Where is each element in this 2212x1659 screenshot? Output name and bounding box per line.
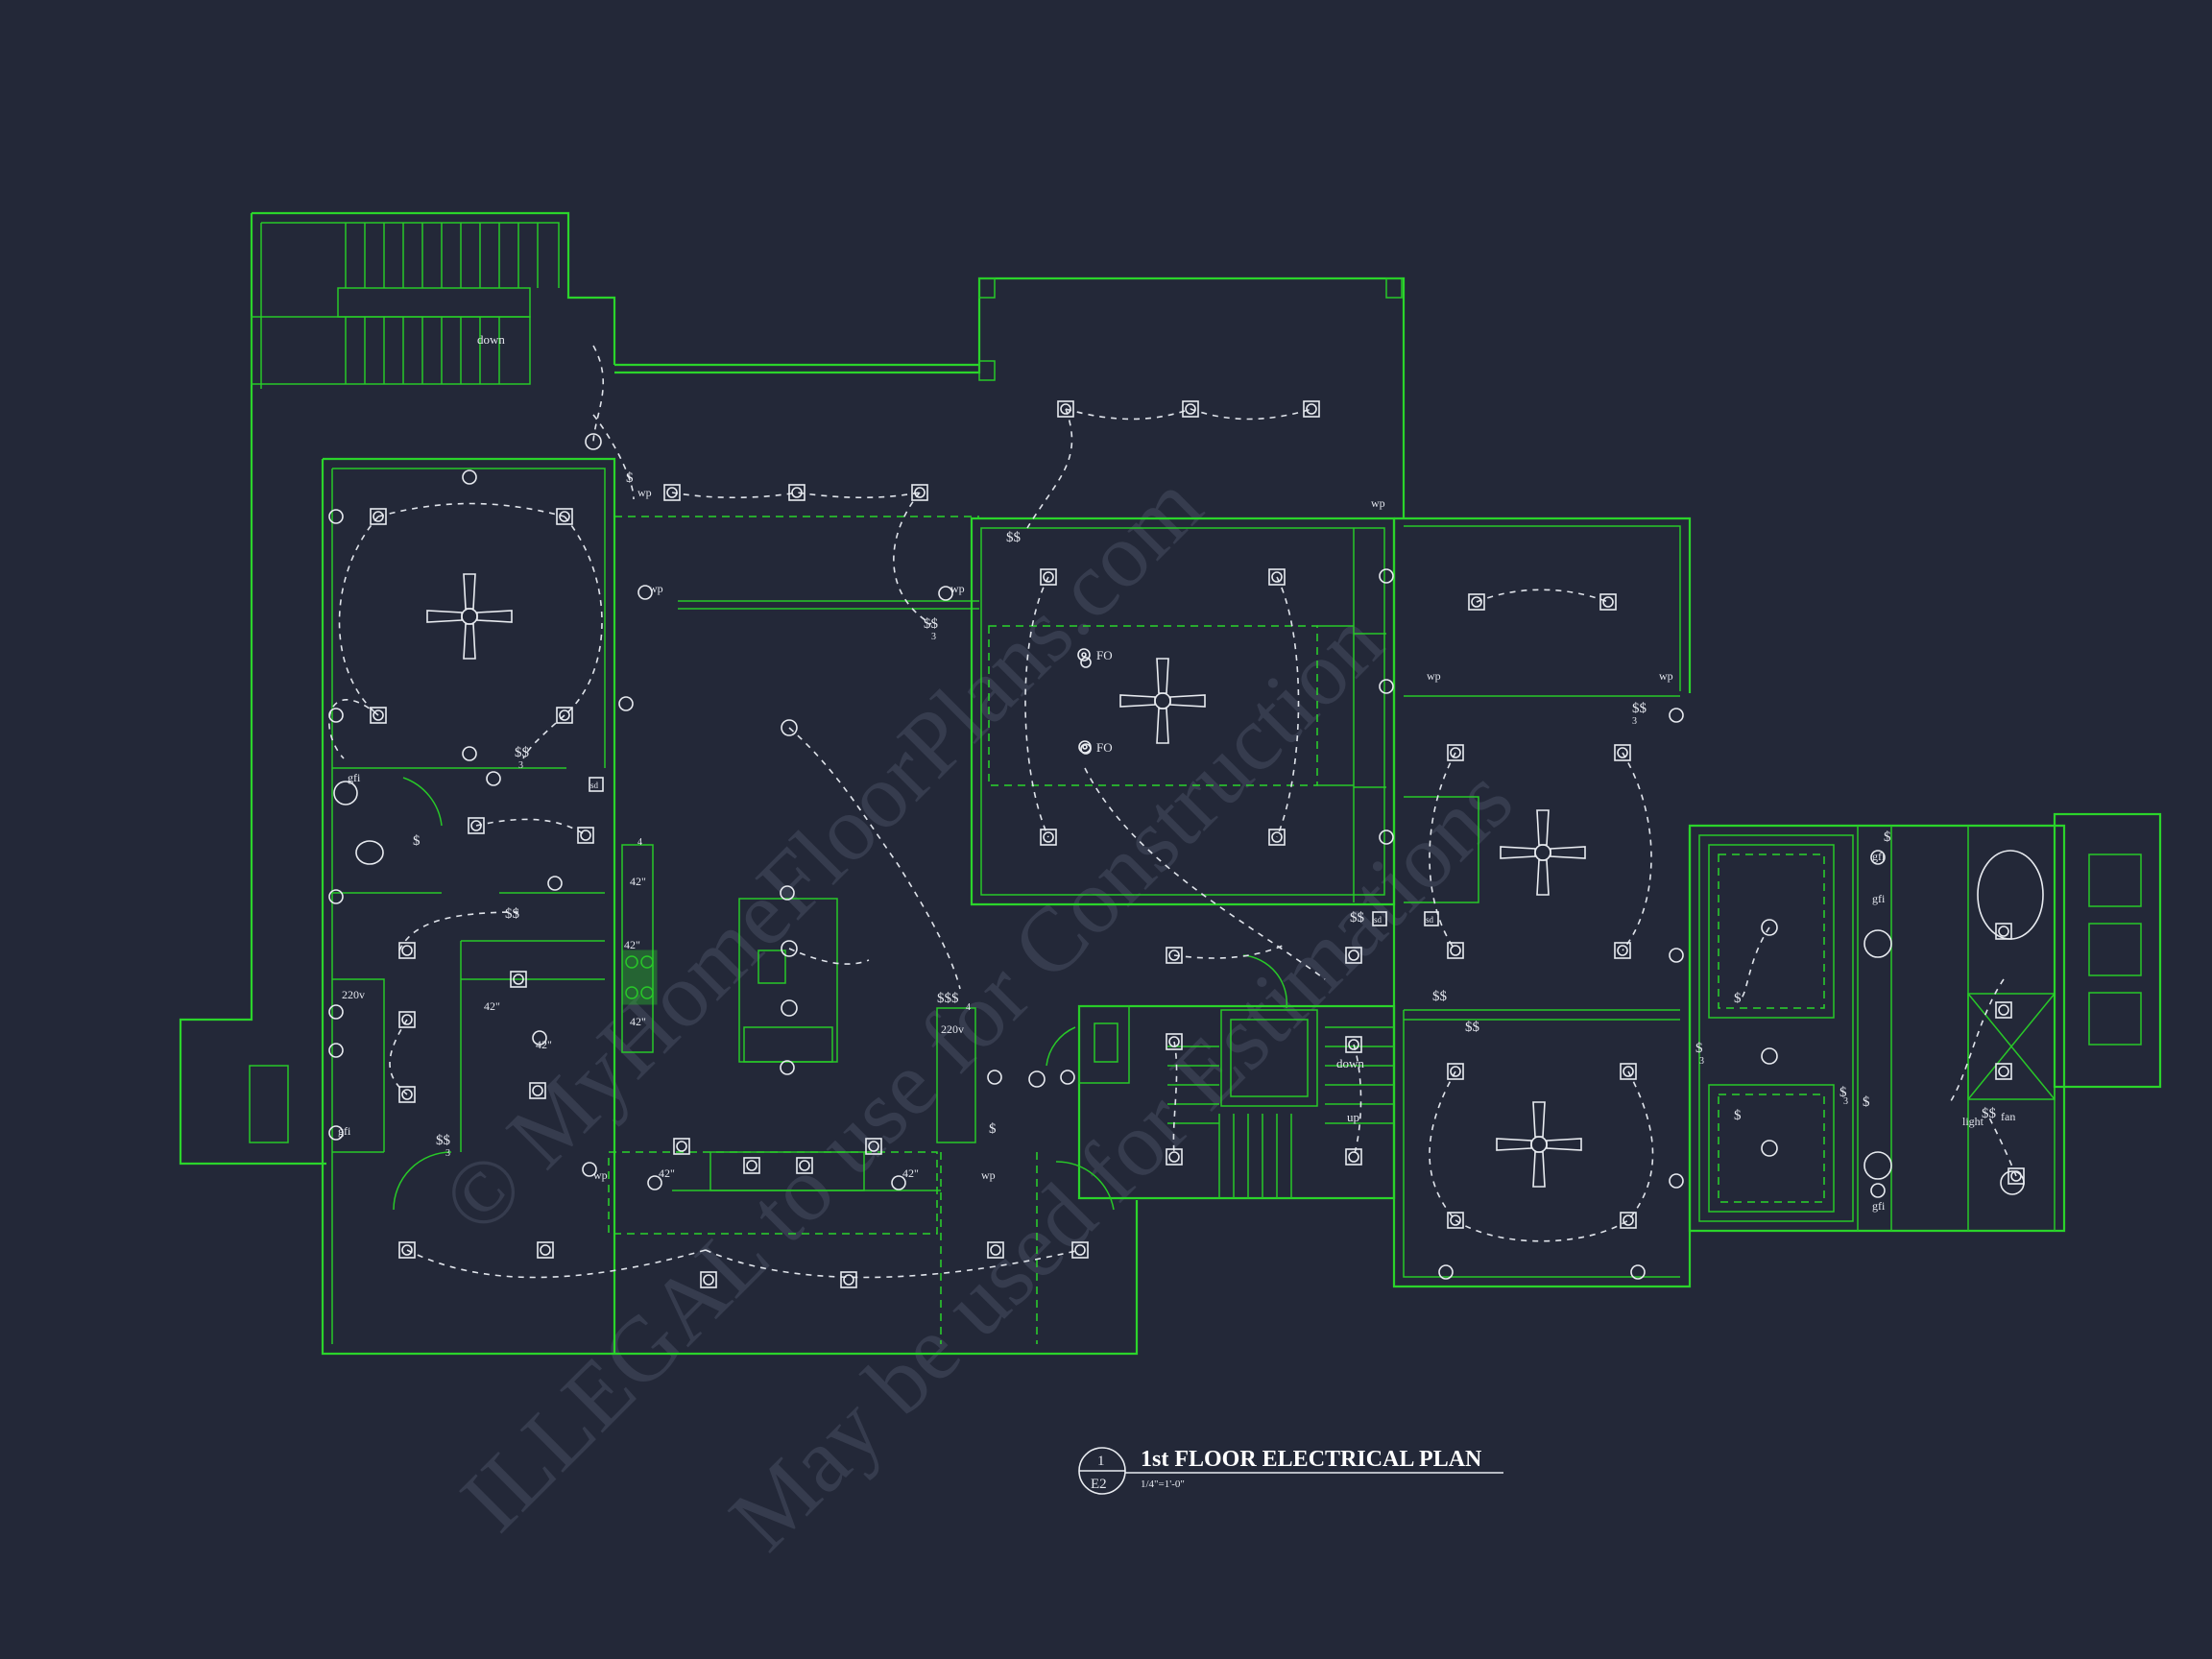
label-fo: FO [1096, 740, 1113, 755]
label-sd: sd [1374, 915, 1382, 925]
sheet-ref: E2 [1091, 1477, 1107, 1492]
label-switch: $ [1734, 1108, 1742, 1123]
label-wp: wp [950, 582, 965, 595]
label-wp: wp [981, 1168, 996, 1182]
label-switch-double: $$ [924, 616, 939, 632]
label-gfi: gfi [338, 1124, 351, 1138]
label-220v: 220v [941, 1022, 964, 1036]
label-gfi: gfi [1872, 1199, 1886, 1213]
label-switch-double: $$ [505, 906, 520, 922]
fan-icon [1119, 658, 1206, 744]
label-gfi: gfi [1872, 850, 1886, 863]
label-switch-double: $$ [1465, 1020, 1480, 1035]
label-42in: 42" [624, 938, 640, 951]
label-switch-double: $$ [436, 1133, 451, 1148]
watermark: © MyHomeFloorPlans.com ILLEGAL to use fo… [421, 453, 1531, 1569]
fan-icon [1500, 809, 1586, 896]
label-switch: $ [1839, 1085, 1847, 1100]
label-switch-double: $$ [1006, 530, 1022, 545]
sheet-number: 1 [1097, 1454, 1105, 1469]
label-wp: wp [1427, 669, 1441, 683]
label-sub3: 3 [1699, 1056, 1704, 1067]
plan-scale: 1/4"=1'-0" [1141, 1479, 1185, 1490]
label-sub4: 4 [966, 1002, 971, 1013]
label-sub3: 3 [931, 632, 936, 642]
walls [179, 211, 2162, 1356]
fan-icon [426, 573, 513, 660]
label-switch: $ [989, 1121, 997, 1137]
title-block: 1 E2 1st FLOOR ELECTRICAL PLAN 1/4"=1'-0… [1078, 1447, 1503, 1495]
fan-icon [1496, 1101, 1582, 1188]
door-swings [393, 777, 1288, 1211]
label-42in: 42" [659, 1166, 675, 1180]
label-switch: $ [1884, 830, 1891, 845]
label-switch-double: $$ [1350, 910, 1365, 926]
label-sd: sd [590, 781, 599, 790]
label-sub3: 3 [1632, 716, 1637, 727]
ceiling-fans [426, 573, 1586, 1188]
label-sub3: 3 [1843, 1096, 1848, 1107]
annotations: down down up wp wp wp wp wp wp wp wp gfi… [338, 332, 2015, 1213]
label-wp: wp [649, 582, 663, 595]
ceiling-lights [370, 400, 2025, 1288]
label-wp: wp [593, 1168, 608, 1182]
label-switch: $ [1863, 1094, 1870, 1110]
label-sd: sd [1426, 915, 1434, 925]
label-switch: $ [413, 833, 421, 849]
label-wp: wp [637, 486, 652, 499]
label-light: light [1962, 1115, 1984, 1128]
label-switch-double: $$ [1432, 989, 1448, 1004]
stair-treads-center [1167, 1026, 1394, 1198]
label-42in: 42" [902, 1166, 919, 1180]
fo-symbols: FO FO [1077, 648, 1113, 755]
label-sub3: 3 [518, 760, 523, 771]
label-down-stair: down [1336, 1056, 1364, 1070]
label-wp: wp [1659, 669, 1673, 683]
label-switch: $ [1734, 991, 1742, 1006]
wiring [328, 345, 2017, 1279]
stair-treads-top [345, 223, 539, 384]
label-220v: 220v [342, 988, 365, 1001]
plan-title: 1st FLOOR ELECTRICAL PLAN [1141, 1447, 1482, 1472]
label-wp: wp [1371, 496, 1385, 510]
label-42in: 42" [630, 875, 646, 888]
label-sub4: 4 [637, 837, 642, 848]
label-up-stair: up [1347, 1110, 1359, 1124]
label-switch: $ [1695, 1041, 1703, 1056]
label-gfi: gfi [1872, 892, 1886, 905]
label-gfi: gfi [348, 771, 361, 784]
label-fo: FO [1096, 648, 1113, 662]
label-switch-double: $$ [1982, 1106, 1997, 1121]
label-down-top: down [477, 332, 505, 347]
label-switch-double: $$ [1632, 701, 1647, 716]
label-switch-double: $$ [515, 745, 530, 760]
label-switch: $ [626, 470, 634, 486]
label-switch-triple: $$$ [937, 991, 959, 1006]
label-fan: fan [2001, 1110, 2015, 1123]
label-42in: 42" [484, 999, 500, 1013]
label-sub3: 3 [445, 1148, 450, 1159]
label-42in: 42" [536, 1038, 552, 1051]
outlets [328, 469, 2044, 1280]
cooktop [621, 950, 658, 1005]
label-42in: 42" [630, 1015, 646, 1028]
